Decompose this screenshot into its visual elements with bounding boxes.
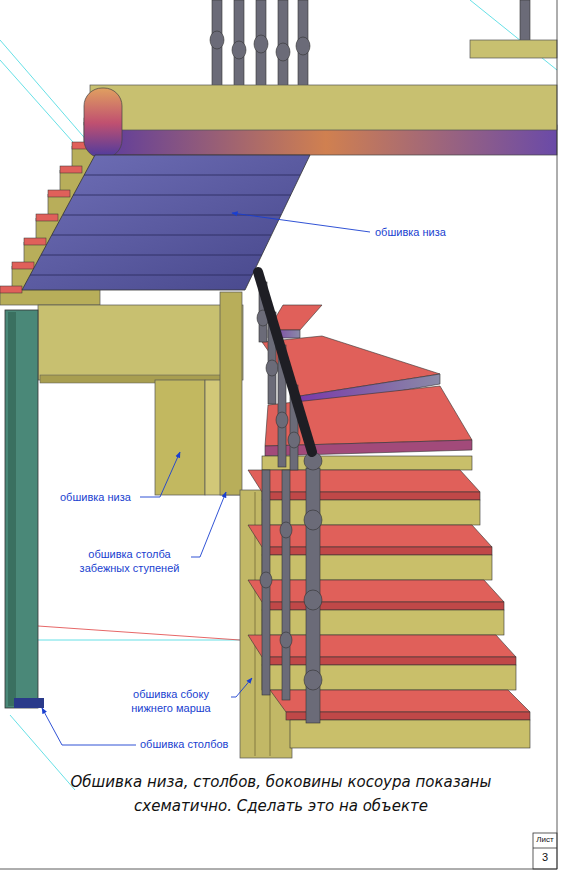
callout-label: обшивка столбов [140,738,228,752]
lower-balusters [257,282,322,723]
sheet-label: Лист [535,835,555,845]
construction-lines [0,0,557,790]
callout-label: обшивка сбоку нижнего марша [115,688,227,716]
handrail [258,272,312,452]
left-post [5,310,38,708]
landing-round-end [84,88,122,158]
sheet-number: 3 [535,851,555,865]
mid-beam [38,305,243,380]
left-post-side [8,312,16,706]
upper-flight-underside [22,155,310,290]
underside-boards [30,175,300,275]
construction-line [38,626,240,640]
drawing-note: Обшивка низа, столбов, боковины косоура … [61,770,501,818]
lower-underside-box [155,380,205,495]
lower-flight-steps [248,470,530,748]
callout-label: обшивка низа [375,226,446,240]
landing-slab [90,85,557,130]
upper-rail [470,40,557,58]
winder-post [220,292,242,495]
post-base [14,698,44,708]
callout-label: обшивка столба забежных ступеней [72,548,187,576]
callout-label: обшивка низа [60,491,131,505]
leader-lines [42,213,370,745]
